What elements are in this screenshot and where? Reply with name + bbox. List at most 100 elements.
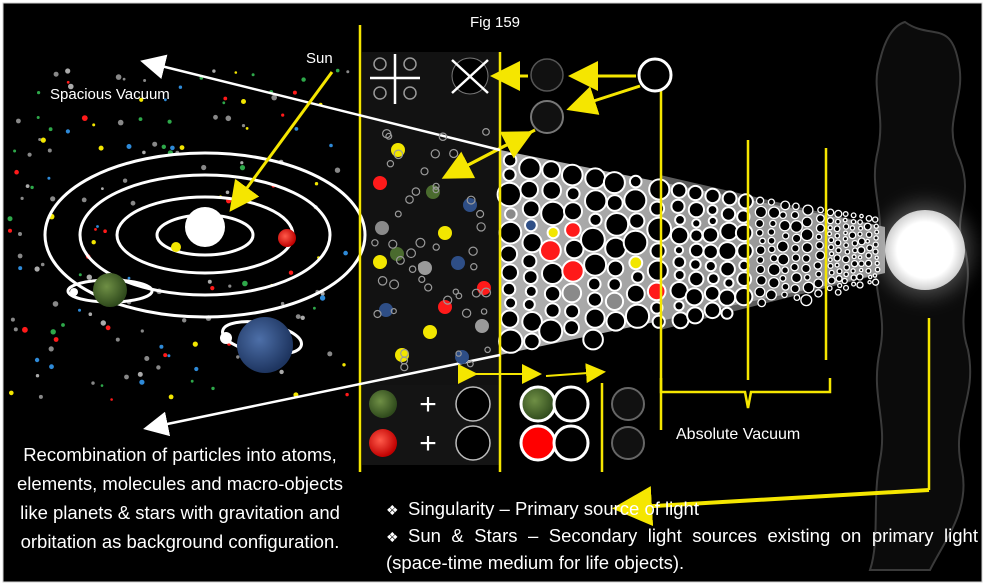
- cone-bubble: [835, 247, 842, 254]
- cone-bubble: [498, 328, 524, 354]
- cone-bubble: [835, 275, 843, 283]
- cone-bubble: [776, 240, 789, 253]
- atom-particle: [463, 198, 477, 212]
- cone-bubble: [584, 307, 606, 329]
- cone-bubble: [622, 229, 649, 256]
- cone-bubble: [790, 210, 800, 220]
- cone-bubble: [543, 285, 562, 303]
- cone-bubble: [850, 218, 857, 225]
- bullet-item: ❖Sun & Stars – Secondary light sources e…: [386, 523, 978, 575]
- subatomic-particle: [449, 148, 459, 159]
- cone-bubble: [703, 301, 722, 320]
- cone-bubble: [538, 318, 564, 344]
- cone-bubble: [828, 251, 835, 257]
- cone-bubble: [828, 236, 835, 244]
- cone-bubble: [827, 225, 833, 231]
- cone-bubble: [502, 167, 517, 182]
- cone-bubble: [588, 212, 603, 227]
- cone-bubble: [563, 201, 583, 222]
- space-dot: [68, 83, 74, 90]
- space-dot: [294, 126, 299, 131]
- cone-bubble: [834, 209, 843, 219]
- cone-bubble: [561, 259, 585, 283]
- cone-bubble: [801, 263, 811, 274]
- space-dot: [138, 117, 143, 121]
- white-arrows: [140, 54, 501, 437]
- space-dot: [81, 115, 88, 121]
- atom-particle: [451, 256, 465, 270]
- bullet-item: ❖Singularity – Primary source of light: [386, 496, 978, 523]
- space-dot: [103, 229, 107, 233]
- space-dot: [241, 124, 246, 128]
- cone-bubble: [688, 270, 705, 288]
- space-dot: [194, 366, 199, 372]
- cone-bubble: [778, 219, 791, 232]
- space-dot: [201, 164, 207, 171]
- space-dot: [96, 225, 99, 228]
- cone-bubble: [781, 282, 790, 291]
- cone-bubble: [541, 160, 562, 181]
- cone-bubble: [518, 156, 542, 180]
- cone-bubble: [803, 273, 811, 281]
- space-dot: [13, 327, 18, 332]
- space-dot: [164, 98, 167, 102]
- space-dot: [240, 161, 244, 165]
- subatomic-particle: [468, 246, 478, 256]
- space-dot: [192, 341, 198, 347]
- subatomic-particle: [484, 346, 491, 354]
- cone-bubble: [781, 266, 790, 275]
- space-dot: [25, 184, 30, 189]
- space-dot: [152, 141, 158, 147]
- cone-bubble: [769, 219, 777, 228]
- cone-bubble: [813, 261, 823, 270]
- subatomic-particle: [476, 209, 485, 219]
- space-dot: [30, 185, 34, 190]
- cone-bubble: [689, 228, 704, 243]
- subatomic-particle: [470, 263, 478, 271]
- space-dot: [314, 182, 319, 186]
- planet-yellow: [171, 242, 181, 252]
- cone-bubble: [801, 241, 813, 254]
- cone-bubble: [649, 242, 667, 260]
- cone-bubble: [718, 288, 737, 307]
- cone-bubble: [767, 228, 776, 236]
- cone-bubble: [842, 211, 849, 217]
- cone-bubble: [769, 254, 779, 263]
- space-dot: [345, 392, 349, 397]
- cone-bubble: [587, 276, 602, 292]
- subatomic-particle: [432, 182, 440, 190]
- atom-particle: [418, 261, 432, 275]
- subatomic-particle: [481, 287, 492, 298]
- space-dot: [228, 284, 232, 288]
- cone-bubble: [671, 311, 690, 330]
- cone-bubble: [669, 225, 690, 246]
- cone-bubble: [564, 303, 581, 320]
- space-dot: [335, 68, 340, 73]
- cone-bubble: [522, 269, 539, 286]
- absolute-vacuum-label: Absolute Vacuum: [676, 426, 801, 443]
- cone-bubble: [606, 259, 625, 278]
- space-dot: [110, 398, 113, 401]
- cone-bubble: [827, 244, 835, 251]
- cone-bubble: [767, 245, 776, 254]
- space-dot: [40, 262, 45, 267]
- space-dot: [94, 228, 97, 231]
- cone-bubble: [704, 260, 717, 273]
- cone-bubble: [843, 230, 848, 236]
- cone-bubble: [765, 289, 777, 301]
- cone-bubble: [800, 294, 813, 307]
- cone-bubble: [867, 279, 872, 285]
- space-dot: [210, 286, 215, 291]
- bullet-text: Singularity – Primary source of light: [408, 498, 699, 519]
- space-dot: [329, 143, 333, 148]
- cone-particles: [496, 152, 881, 354]
- cone-bubble: [827, 262, 834, 269]
- space-dot: [47, 148, 52, 153]
- cone-bubble: [859, 213, 864, 219]
- space-dot: [179, 145, 185, 151]
- space-dot: [167, 354, 171, 358]
- space-dot: [92, 123, 96, 127]
- cone-bubble: [842, 217, 848, 223]
- subatomic-particle: [420, 167, 429, 176]
- subatomic-particle: [480, 308, 488, 315]
